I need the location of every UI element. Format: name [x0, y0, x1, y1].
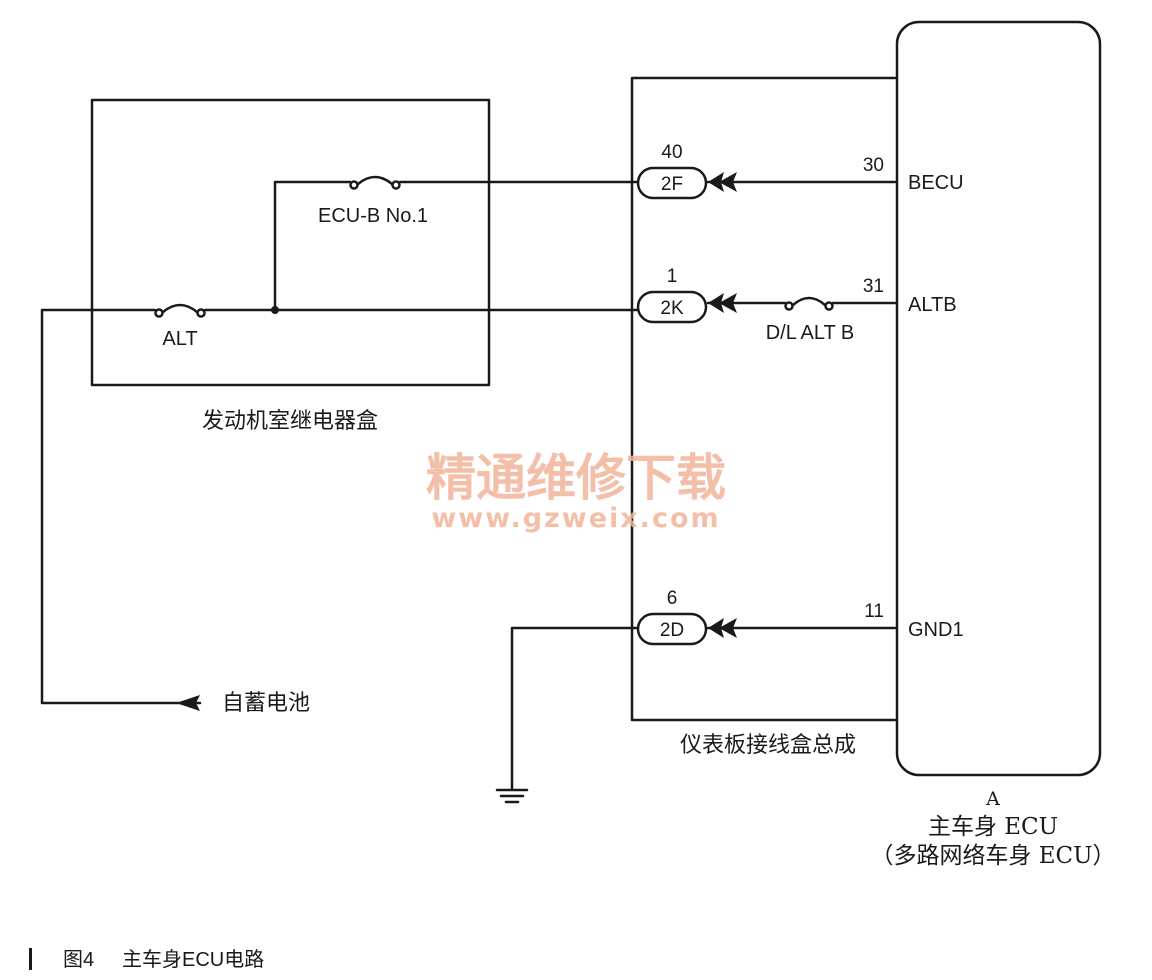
- relay-box-frame: [90, 98, 491, 387]
- fuse-ecub-terminal-right: [391, 180, 401, 190]
- wire-ground: [510, 626, 645, 790]
- caption-title: 主车身ECU电路: [122, 948, 264, 971]
- fuse-alt-symbol: [161, 303, 199, 314]
- caption-marker: [29, 948, 32, 970]
- relay-box-label: 发动机室继电器盒: [202, 409, 378, 434]
- connector-2d-pin: 6: [667, 588, 678, 609]
- fuse-dlaltb-label: D/L ALT B: [766, 322, 855, 344]
- chevron-2d-outer: [719, 618, 737, 638]
- fuse-alt-label: ALT: [162, 328, 197, 350]
- ecu-terminal-becu-pin: 30: [863, 155, 884, 176]
- chevron-2k-outer: [719, 293, 737, 313]
- wire-battery: [40, 308, 202, 705]
- connector-2k: [636, 290, 708, 324]
- fuse-alt-terminal-left: [154, 308, 164, 318]
- wire-junction-dot: [271, 306, 279, 314]
- chevron-2k-inner: [708, 293, 724, 313]
- fuse-ecub-terminal-left: [349, 180, 359, 190]
- wire-ecub-junction: [273, 180, 352, 312]
- connector-2k-pin: 1: [667, 266, 678, 287]
- chevron-2f-outer: [719, 172, 737, 192]
- junction-box-frame: [630, 76, 897, 722]
- connector-2f-pin: 40: [661, 142, 682, 163]
- junction-box-label: 仪表板接线盒总成: [680, 733, 856, 758]
- ecu-frame: [895, 20, 1102, 777]
- ecu-terminal-altb-pin: 31: [863, 276, 884, 297]
- ecu-connector-letter: A: [985, 788, 1000, 810]
- ecu-title: 主车身 ECU: [928, 814, 1058, 840]
- fuse-ecub-label: ECU-B No.1: [318, 205, 428, 227]
- ecu-terminal-altb-name: ALTB: [908, 294, 957, 316]
- fuse-dlaltb-terminal-right: [824, 301, 834, 311]
- battery-label: 自蓄电池: [222, 691, 310, 716]
- fuse-ecub-symbol: [356, 175, 394, 186]
- battery-arrow-icon: [176, 695, 200, 711]
- connector-2k-code: 2K: [660, 298, 684, 319]
- watermark-url: www.gzweix.com: [431, 503, 720, 534]
- connector-2f: [636, 166, 708, 200]
- ecu-subtitle: （多路网络车身 ECU）: [870, 843, 1115, 869]
- chevron-2d-inner: [708, 618, 724, 638]
- connector-2f-code: 2F: [661, 174, 683, 195]
- connector-2d-code: 2D: [660, 620, 684, 641]
- ecu-terminal-gnd1-pin: 11: [864, 601, 884, 622]
- watermark-cn: 精通维修下载: [426, 449, 726, 507]
- chevron-2f-inner: [708, 172, 724, 192]
- ecu-terminal-becu-name: BECU: [908, 172, 964, 194]
- caption-figure: 图4: [63, 949, 94, 971]
- fuse-dlaltb-symbol: [791, 296, 827, 307]
- connector-2d: [636, 612, 708, 646]
- fuse-dlaltb-terminal-left: [784, 301, 794, 311]
- fuse-alt-terminal-right: [196, 308, 206, 318]
- ecu-terminal-gnd1-name: GND1: [908, 619, 964, 641]
